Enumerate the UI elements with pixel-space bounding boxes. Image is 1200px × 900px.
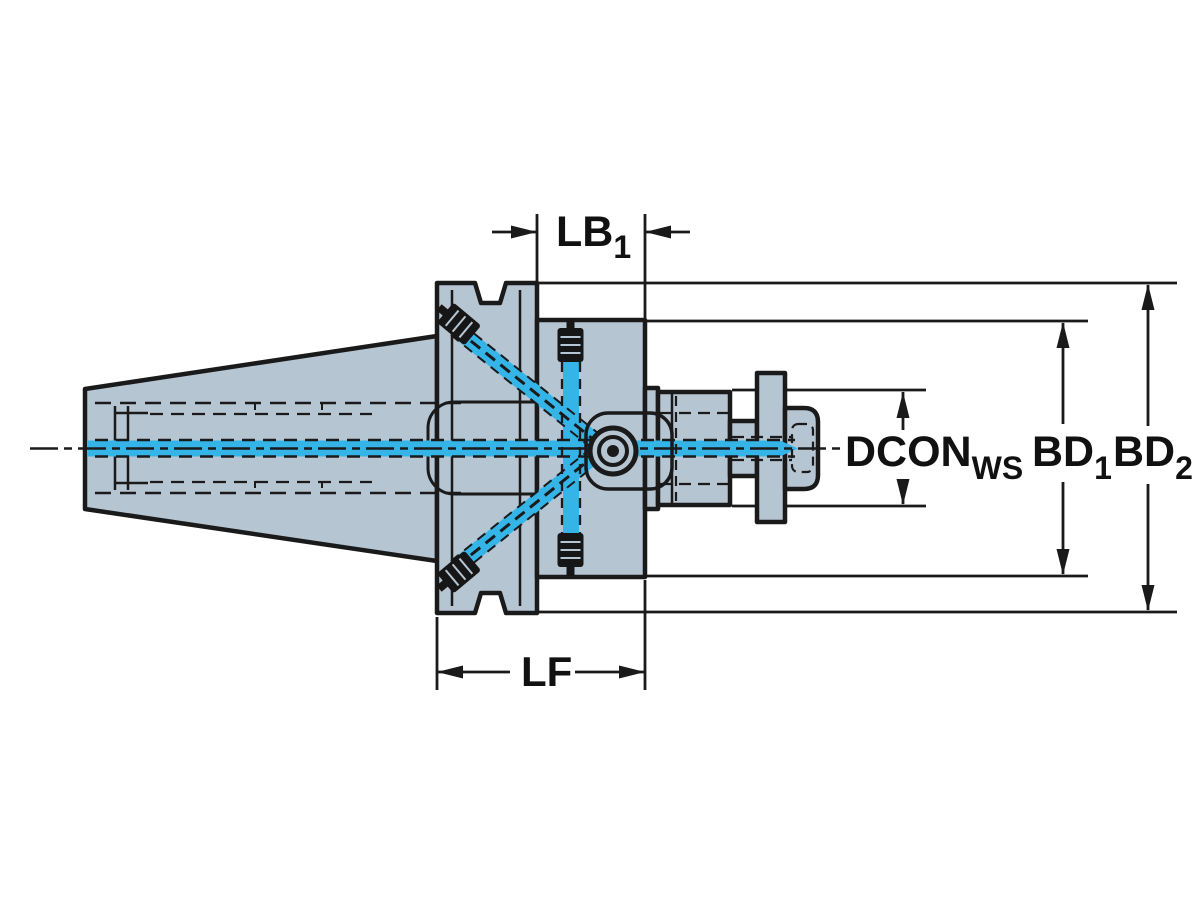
upper-channel-edge-b	[460, 322, 610, 443]
label-bd2: BD2	[1113, 428, 1193, 486]
label-lb1-base: LB	[556, 208, 613, 256]
label-bd1: BD1	[1032, 428, 1112, 486]
lower-channel-edge-b	[460, 453, 610, 574]
label-lb1: LB1	[556, 208, 631, 265]
label-dcon-ws: DCONWS	[845, 428, 1023, 486]
upper-channel-center	[455, 327, 605, 450]
dcon-arrow-up	[896, 392, 910, 418]
center-screw-housing	[584, 411, 674, 491]
lower-channel-edge-a	[450, 441, 600, 562]
coolant-plug-top	[557, 319, 584, 362]
label-bd2-sub: 2	[1175, 450, 1193, 486]
lf-arrow-right	[619, 665, 645, 679]
coolant-plug-bottom	[557, 533, 584, 576]
dcon-arrow-down	[896, 479, 910, 505]
bd1-arrow-down	[1056, 549, 1070, 575]
coolant-plugs	[436, 303, 584, 593]
center-screw-dot	[607, 445, 619, 457]
coolant-plug-lower-left	[436, 551, 480, 593]
label-bd1-sub: 1	[1094, 450, 1112, 486]
coolant-plug-upper-left	[436, 303, 480, 345]
hidden-lines	[95, 322, 815, 574]
upper-channel-edge-a	[450, 334, 600, 455]
bd1-arrow-up	[1056, 322, 1070, 348]
label-dcon-sub: WS	[972, 450, 1024, 486]
bd2-arrow-up	[1141, 284, 1155, 310]
label-bd1-base: BD	[1032, 428, 1094, 476]
dimension-arrowheads	[437, 225, 1155, 679]
center-screw	[584, 411, 674, 491]
bd2-arrow-down	[1141, 585, 1155, 611]
label-bd2-base: BD	[1113, 428, 1175, 476]
label-dcon-base: DCON	[845, 428, 972, 476]
lb1-arrow-left	[511, 225, 537, 239]
coolant-vertical-channel	[563, 352, 579, 548]
lb1-arrow-right	[645, 225, 671, 239]
label-lb1-sub: 1	[613, 229, 631, 265]
lf-arrow-left	[437, 665, 463, 679]
lower-channel-center	[455, 446, 605, 569]
label-lf: LF	[521, 648, 572, 695]
